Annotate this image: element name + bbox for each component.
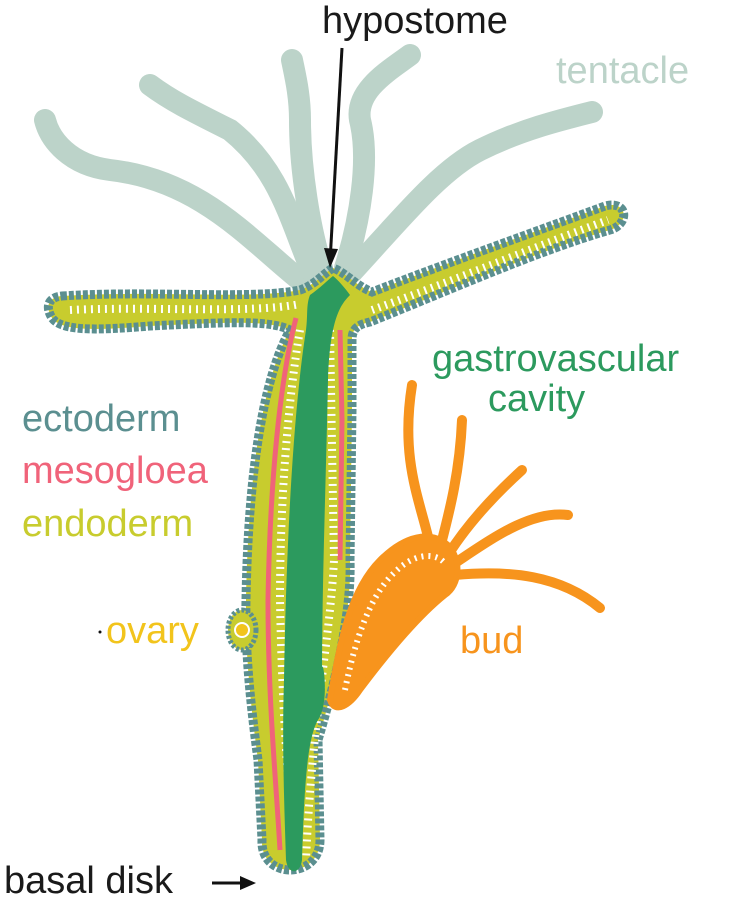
ectoderm-layer [43,200,629,875]
label-mesogloea: mesogloea [22,450,208,492]
bud-tentacle-2 [435,415,467,553]
ovary-inner [234,622,250,638]
label-basal-disk: basal disk [4,860,173,902]
ovary [225,607,259,653]
tentacle-3 [281,49,333,279]
hydra-body [43,200,629,875]
bud-tentacle-4 [447,509,573,570]
bud [326,380,605,711]
tentacle-2 [139,74,323,283]
pointers [98,47,344,890]
bud-tentacle-3 [443,465,527,560]
ovary-pointer-dot [98,630,102,634]
gastrovascular-cavity [283,276,350,872]
label-tentacle: tentacle [556,50,690,92]
label-hypostome: hypostome [322,0,508,42]
label-gastrovascular-line2: cavity [488,378,586,420]
tentacle-1 [34,109,311,291]
label-bud: bud [460,620,524,662]
tentacle-4 [334,44,421,279]
tentacle-5 [341,101,603,283]
label-gastrovascular-line1: gastrovascular [432,338,680,380]
label-endoderm: endoderm [22,503,194,545]
label-ectoderm: ectoderm [22,398,181,440]
mesogloea-layer-right [337,329,345,561]
basal-disk-arrowhead [240,876,256,890]
hypostome-pointer [328,47,344,263]
hypostome-arrowhead [324,248,338,268]
mesogloea-layer [265,317,299,851]
bud-tentacle-5 [450,568,605,613]
tentacles [34,44,603,291]
bud-tentacles [403,380,605,613]
bud-body [326,533,461,711]
bud-tentacle-1 [403,380,435,550]
label-ovary: ovary [106,610,199,652]
